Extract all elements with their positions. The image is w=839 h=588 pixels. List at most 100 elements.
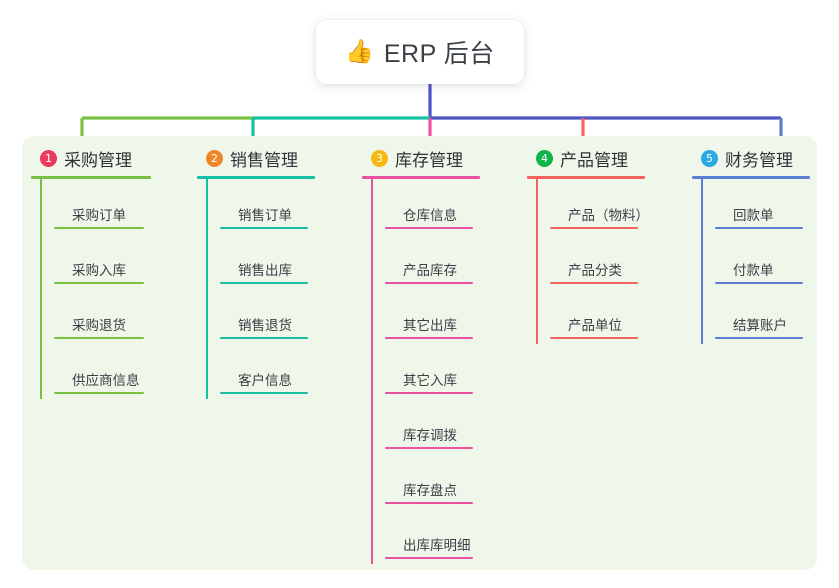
branch-item-label: 出库库明细 [403,538,471,553]
branch-header-4[interactable]: 4 产品管理 [527,146,645,170]
branch-title-5: 财务管理 [725,150,793,170]
branch-title-3: 库存管理 [395,150,463,170]
branch-item[interactable]: 销售订单 [220,179,315,234]
branch-item[interactable]: 采购入库 [54,234,151,289]
branch-item-label: 销售订单 [238,208,292,223]
branch-item[interactable]: 销售出库 [220,234,315,289]
branch-column-4: 4 产品管理产品（物料） 产品分类产品单位 [527,146,649,344]
branch-item[interactable]: 出库库明细 [385,509,480,564]
branch-item-underline [715,337,803,339]
branch-item-label: 供应商信息 [72,373,140,388]
branch-item-label: 库存盘点 [403,483,457,498]
branch-title-2: 销售管理 [230,150,298,170]
branch-badge-1: 1 [40,149,57,167]
branch-item-underline [385,337,473,339]
branch-item-label: 其它入库 [403,373,457,388]
branch-item[interactable]: 采购订单 [54,179,151,234]
branch-item-label: 付款单 [733,263,774,278]
branch-underline-3 [362,176,480,179]
branch-item-underline [220,282,308,284]
branch-item-label: 库存调拨 [403,428,457,443]
branch-item[interactable]: 产品（物料） [550,179,649,234]
branch-item[interactable]: 供应商信息 [54,344,151,399]
branch-item-label: 采购订单 [72,208,126,223]
branch-item-underline [220,392,308,394]
branch-item-label: 产品（物料） [568,208,649,223]
branch-item-underline [385,502,473,504]
branch-item-underline [715,227,803,229]
branch-item-underline [54,337,144,339]
branch-item[interactable]: 库存盘点 [385,454,480,509]
branch-badge-3: 3 [371,149,388,167]
branch-item-underline [220,337,308,339]
branch-item[interactable]: 仓库信息 [385,179,480,234]
branch-items-2: 销售订单销售出库销售退货客户信息 [197,179,315,399]
branch-item-underline [385,282,473,284]
branch-header-2[interactable]: 2 销售管理 [197,146,315,170]
branch-items-4: 产品（物料） 产品分类产品单位 [527,179,649,344]
branch-item[interactable]: 付款单 [715,234,810,289]
branch-spine-2 [206,179,208,399]
branch-column-3: 3 库存管理仓库信息产品库存其它出库其它入库库存调拨库存盘点出库库明细 [362,146,480,564]
branch-item-underline [54,282,144,284]
branch-item-label: 客户信息 [238,373,292,388]
branch-item-underline [385,392,473,394]
branch-item[interactable]: 其它入库 [385,344,480,399]
branch-item-underline [385,557,473,559]
branch-item-underline [220,227,308,229]
branch-header-5[interactable]: 5 财务管理 [692,146,810,170]
branch-column-1: 1 采购管理采购订单采购入库采购退货供应商信息 [31,146,151,399]
branch-item-label: 采购退货 [72,318,126,333]
branch-badge-2: 2 [206,149,223,167]
branch-underline-1 [31,176,151,179]
branch-column-5: 5 财务管理回款单付款单结算账户 [692,146,810,344]
branches-panel [22,136,817,570]
branch-item-underline [385,227,473,229]
branch-header-3[interactable]: 3 库存管理 [362,146,480,170]
thumbs-up-icon: 👍 [345,38,374,65]
branch-item-underline [715,282,803,284]
branch-title-1: 采购管理 [64,150,132,170]
branch-underline-4 [527,176,645,179]
branch-item-label: 仓库信息 [403,208,457,223]
branch-item-underline [54,392,144,394]
branch-item-underline [54,227,144,229]
branch-item-underline [385,447,473,449]
branch-item-label: 其它出库 [403,318,457,333]
branch-item[interactable]: 产品分类 [550,234,645,289]
branch-item[interactable]: 产品单位 [550,289,645,344]
branch-item-underline [550,337,638,339]
branch-items-3: 仓库信息产品库存其它出库其它入库库存调拨库存盘点出库库明细 [362,179,480,564]
branch-item-label: 销售退货 [238,318,292,333]
branch-item[interactable]: 客户信息 [220,344,315,399]
branch-item-underline [550,282,638,284]
branch-header-1[interactable]: 1 采购管理 [31,146,151,170]
branch-item[interactable]: 库存调拨 [385,399,480,454]
branch-items-5: 回款单付款单结算账户 [692,179,810,344]
branch-spine-3 [371,179,373,564]
branch-badge-5: 5 [701,149,718,167]
branch-spine-4 [536,179,538,344]
root-node[interactable]: 👍 ERP 后台 [316,20,524,84]
branch-badge-4: 4 [536,149,553,167]
branch-item-label: 产品单位 [568,318,622,333]
branch-column-2: 2 销售管理销售订单销售出库销售退货客户信息 [197,146,315,399]
root-node-title: ERP 后台 [383,40,495,68]
branch-item-label: 结算账户 [733,318,787,333]
branch-item-label: 采购入库 [72,263,126,278]
root-node-content: 👍 ERP 后台 [345,34,495,70]
branch-underline-5 [692,176,810,179]
branch-item[interactable]: 结算账户 [715,289,810,344]
branch-item-label: 回款单 [733,208,774,223]
branch-item-label: 产品分类 [568,263,622,278]
branch-item[interactable]: 回款单 [715,179,810,234]
branch-spine-5 [701,179,703,344]
branch-item[interactable]: 销售退货 [220,289,315,344]
branch-item[interactable]: 其它出库 [385,289,480,344]
branch-item-label: 产品库存 [403,263,457,278]
branch-title-4: 产品管理 [560,150,628,170]
branch-item[interactable]: 采购退货 [54,289,151,344]
branch-item[interactable]: 产品库存 [385,234,480,289]
branch-item-label: 销售出库 [238,263,292,278]
